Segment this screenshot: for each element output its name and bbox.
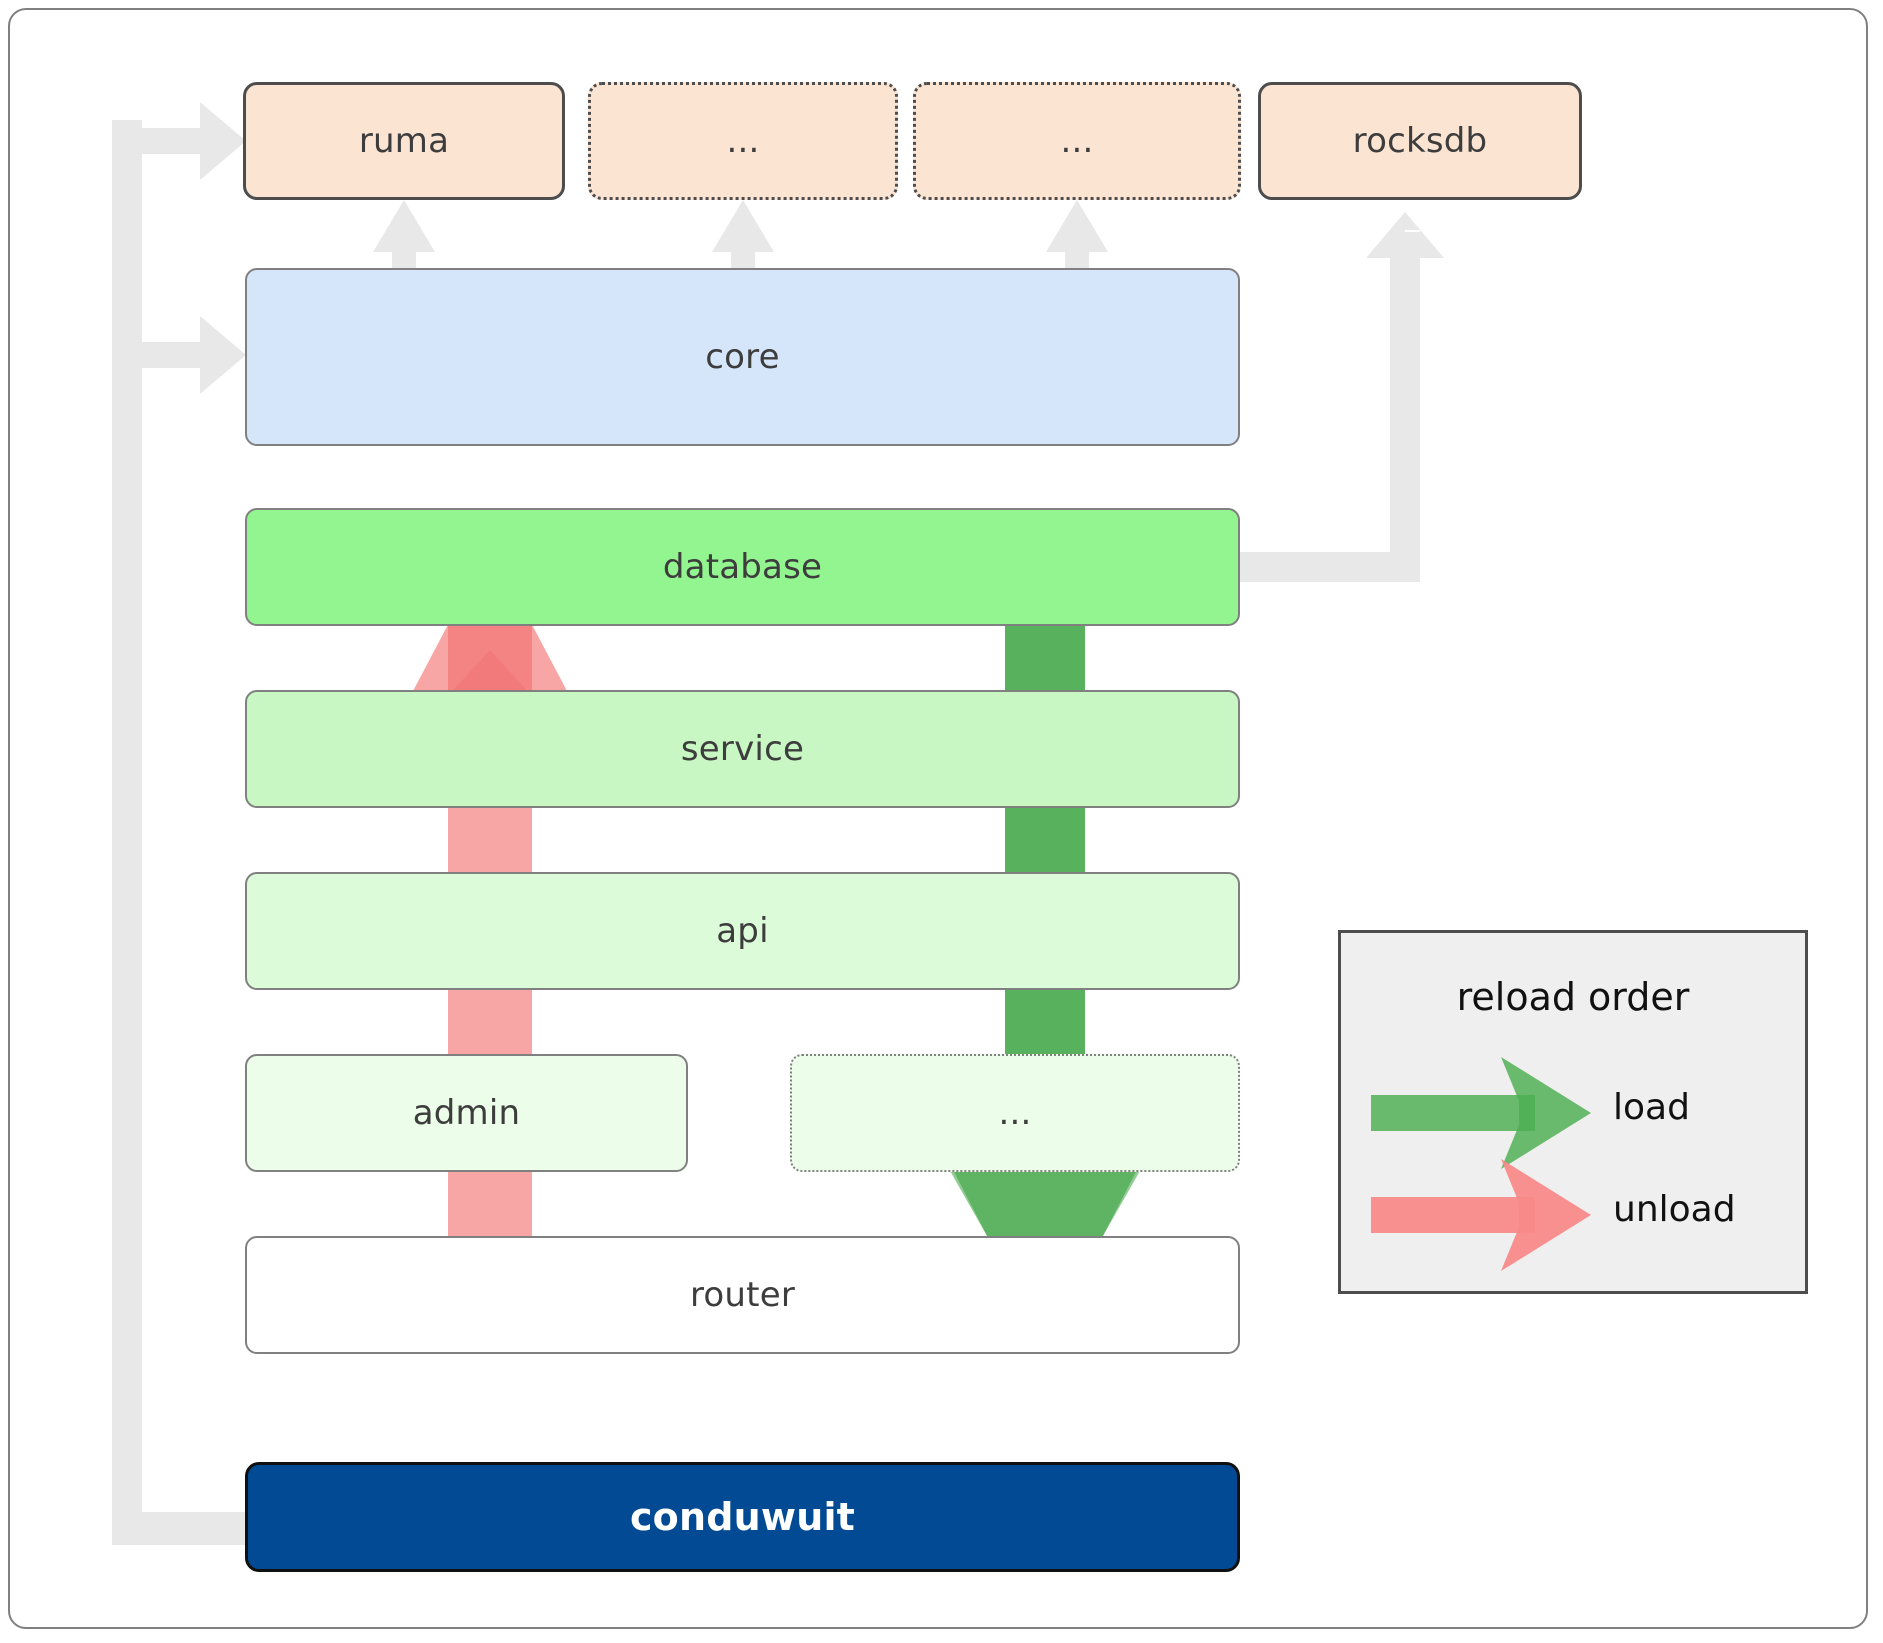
- node-api[interactable]: api: [245, 872, 1240, 990]
- legend-panel: reload order load unload: [1338, 930, 1808, 1294]
- node-conduwuit[interactable]: conduwuit: [245, 1462, 1240, 1572]
- node-dep-ellipsis-1-label: ...: [726, 121, 760, 161]
- legend-load-label: load: [1613, 1087, 1690, 1128]
- node-admin-label: admin: [412, 1093, 521, 1133]
- legend-row-unload: unload: [1341, 1159, 1811, 1271]
- node-stack-ellipsis[interactable]: ...: [790, 1054, 1240, 1172]
- legend-unload-arrow-icon: [1371, 1159, 1591, 1271]
- node-ruma[interactable]: ruma: [243, 82, 565, 200]
- node-database-label: database: [662, 547, 823, 587]
- node-dep-ellipsis-2[interactable]: ...: [913, 82, 1241, 200]
- node-database[interactable]: database: [245, 508, 1240, 626]
- node-ruma-label: ruma: [358, 121, 450, 161]
- node-conduwuit-label: conduwuit: [629, 1495, 856, 1539]
- node-core-label: core: [705, 337, 780, 377]
- node-admin[interactable]: admin: [245, 1054, 688, 1172]
- legend-row-load: load: [1341, 1057, 1811, 1169]
- node-dep-ellipsis-2-label: ...: [1060, 121, 1094, 161]
- node-rocksdb[interactable]: rocksdb: [1258, 82, 1582, 200]
- legend-title: reload order: [1456, 975, 1690, 1019]
- legend-unload-label: unload: [1613, 1189, 1736, 1230]
- node-api-label: api: [716, 911, 769, 951]
- node-rocksdb-label: rocksdb: [1352, 121, 1488, 161]
- legend-load-arrow-icon: [1371, 1057, 1591, 1169]
- node-router[interactable]: router: [245, 1236, 1240, 1354]
- node-service[interactable]: service: [245, 690, 1240, 808]
- node-router-label: router: [689, 1275, 795, 1315]
- node-service-label: service: [680, 729, 805, 769]
- node-stack-ellipsis-label: ...: [998, 1093, 1032, 1133]
- node-dep-ellipsis-1[interactable]: ...: [588, 82, 898, 200]
- node-core[interactable]: core: [245, 268, 1240, 446]
